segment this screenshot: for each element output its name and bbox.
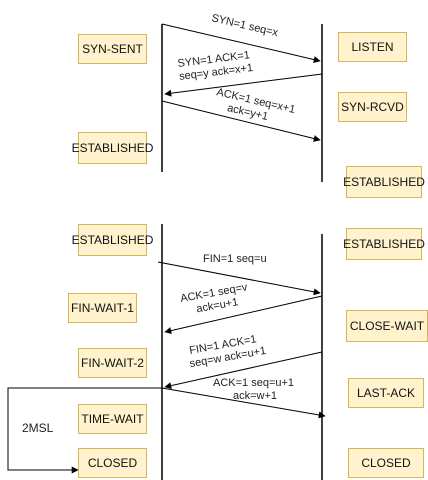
msg-fin-client-label: FIN=1 seq=u	[203, 253, 267, 265]
server-state-established-2: ESTABLISHED	[343, 228, 425, 260]
client-state-syn-sent: SYN-SENT	[78, 34, 147, 64]
timer-2msl-label: 2MSL	[22, 421, 54, 435]
client-state-established-2: ESTABLISHED	[72, 224, 153, 256]
client-state-established-1: ESTABLISHED	[72, 132, 153, 164]
msg-fin-ack-server-label: FIN=1 ACK=1 seq=w ack=u+1	[186, 332, 267, 370]
syn-arrow	[161, 23, 321, 63]
timer-2msl-path	[7, 387, 162, 474]
msg-ack-server-label: ACK=1 seq=v ack=u+1	[179, 281, 253, 318]
ack-arrow	[161, 100, 321, 142]
server-state-syn-rcvd: SYN-RCVD	[338, 92, 407, 122]
syn-ack-arrow	[164, 73, 323, 97]
msg-syn-label: SYN=1 seq=x	[210, 12, 279, 39]
client-state-closed: CLOSED	[78, 448, 147, 478]
fin-client-arrow	[157, 261, 321, 296]
server-state-established-1: ESTABLISHED	[343, 166, 425, 198]
client-state-fin-wait-2: FIN-WAIT-2	[78, 348, 147, 378]
server-state-close-wait: CLOSE-WAIT	[346, 310, 428, 342]
client-state-fin-wait-1: FIN-WAIT-1	[68, 293, 137, 323]
msg-ack-client-label: ACK=1 seq=u+1 ack=w+1	[213, 377, 297, 402]
client-state-time-wait: TIME-WAIT	[78, 404, 147, 434]
fin-ack-server-arrow	[164, 351, 323, 390]
msg-syn-ack-label: SYN=1 ACK=1 seq=y ack=x+1	[177, 49, 255, 83]
server-state-listen: LISTEN	[338, 32, 407, 62]
ack-server-arrow	[164, 295, 323, 335]
server-state-last-ack: LAST-ACK	[348, 378, 424, 408]
ack-client-arrow	[161, 387, 326, 419]
msg-ack-label: ACK=1 seq=x+1 ack=y+1	[212, 86, 299, 129]
server-state-closed: CLOSED	[348, 448, 424, 478]
